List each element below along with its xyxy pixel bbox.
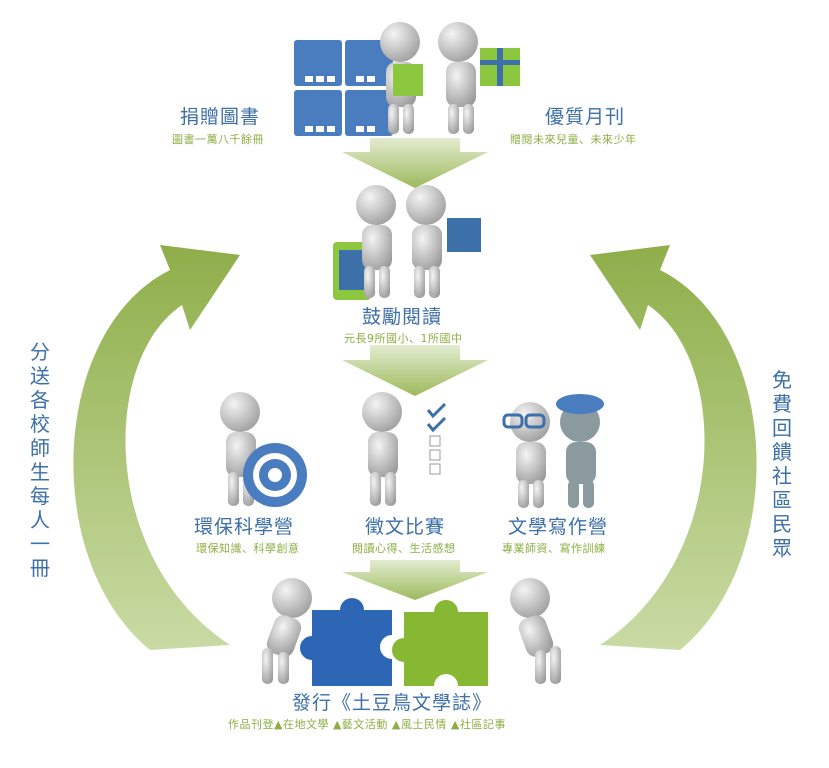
activity-title-writing: 文學寫作營 [508, 516, 609, 538]
writers-icon [502, 394, 604, 508]
activity-subtitle-science: 環保知識、科學創意 [196, 542, 300, 555]
left-curved-arrow [73, 245, 241, 650]
center-title: 鼓勵閱讀 [362, 306, 443, 328]
center-subtitle: 元長9所國小、1所國中 [344, 332, 463, 345]
person-with-tablet-icon [356, 185, 396, 298]
activity-subtitle-essay: 閱讀心得、生活感想 [352, 542, 456, 555]
person-with-checklist-icon [362, 392, 447, 506]
person-holding-book-icon [380, 22, 423, 134]
book-boxes-icon [294, 40, 393, 136]
activity-title-science: 環保科學營 [194, 516, 295, 538]
top-right-title: 優質月刊 [545, 106, 626, 128]
bottom-subtitle: 作品刊登▲在地文學 ▲藝文活動 ▲風土民情 ▲社區記事 [228, 718, 506, 731]
person-with-gear-icon [220, 392, 307, 507]
left-person-pushing-icon [262, 578, 312, 684]
tablet-icon [333, 242, 371, 300]
bottom-title: 發行《土豆鳥文學誌》 [292, 692, 493, 714]
down-arrow-1 [342, 138, 488, 188]
activity-subtitle-writing: 專業師資、寫作訓練 [502, 542, 606, 555]
person-with-book-icon [406, 185, 481, 298]
right-side-text: 免費回饋社區民眾 [772, 368, 792, 560]
activity-title-essay: 徵文比賽 [365, 516, 446, 538]
down-arrow-2 [342, 345, 488, 396]
puzzle-pieces-icon [300, 598, 488, 686]
left-side-text: 分送各校師生每人一冊 [30, 340, 50, 580]
top-left-title: 捐贈圖書 [180, 106, 261, 128]
right-curved-arrow [590, 245, 757, 650]
down-arrow-3 [342, 560, 488, 600]
top-right-subtitle: 贈閱未來兒童、未來少年 [510, 133, 637, 146]
top-left-subtitle: 圖書一萬八千餘冊 [172, 133, 264, 146]
right-person-pushing-icon [510, 578, 561, 684]
person-holding-gift-icon [438, 22, 520, 134]
